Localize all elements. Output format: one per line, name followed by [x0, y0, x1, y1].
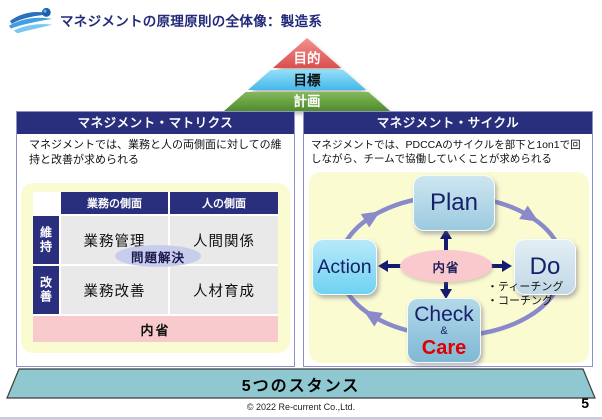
copyright-text: © 2022 Re-current Co.,Ltd.	[246, 402, 356, 412]
do-node: Do	[514, 239, 576, 295]
matrix-column-header-work: 業務の側面	[61, 192, 168, 214]
matrix-column-header-people: 人の側面	[170, 192, 278, 214]
management-cycle-panel: マネジメント・サイクル マネジメントでは、PDCCAのサイクルを部下と1on1で…	[303, 111, 593, 367]
pyramid-level-purpose	[272, 38, 342, 68]
care-label: Care	[421, 336, 467, 359]
matrix-panel-header: マネジメント・マトリクス	[17, 112, 294, 134]
matrix-footer-reflection: 内省	[33, 316, 278, 342]
plan-node: Plan	[413, 175, 495, 231]
check-label: Check	[414, 302, 474, 326]
page-title: マネジメントの原理原則の全体像：製造系	[60, 14, 323, 29]
matrix-cell-work-improvement: 業務改善	[61, 266, 168, 314]
matrix-diagram-area: 業務の側面 人の側面 維持 業務管理 人間関係 改善 業務改善 人材育成 内省 …	[21, 183, 290, 353]
company-logo-icon	[8, 7, 53, 34]
matrix-cell-hr-development: 人材育成	[170, 266, 278, 314]
pyramid-label-plan: 計画	[294, 93, 321, 109]
do-label: Do	[529, 253, 561, 280]
pyramid-level-plan	[224, 92, 390, 111]
title-bar: マネジメントの原理原則の全体像：製造系	[8, 5, 322, 35]
plan-label: Plan	[429, 189, 479, 216]
cycle-direction-arrowheads	[360, 205, 539, 327]
pyramid-label-purpose: 目的	[294, 50, 321, 66]
problem-solving-ellipse: 問題解決	[115, 245, 201, 267]
five-stances-label: 5つのスタンス	[241, 378, 361, 395]
reflection-ellipse: 内省	[400, 250, 492, 282]
pyramid-level-goal	[247, 70, 367, 90]
goal-pyramid: 目的 目標 計画	[224, 38, 390, 111]
matrix-panel-description: マネジメントでは、業務と人の両側面に対しての維持と改善が求められる	[29, 139, 282, 166]
matrix-cell-work-management: 業務管理	[61, 216, 168, 264]
page-number: 5	[581, 395, 589, 411]
coaching-notes: ・ティーチング ・コーチング	[487, 280, 563, 309]
cycle-panel-header: マネジメント・サイクル	[304, 112, 592, 134]
note-coaching: ・コーチング	[487, 295, 553, 308]
matrix-table: 業務の側面 人の側面 維持 業務管理 人間関係 改善 業務改善 人材育成 内省	[33, 192, 278, 342]
cycle-panel-description: マネジメントでは、PDCCAのサイクルを部下と1on1で回しながら、チームで協働…	[311, 139, 581, 166]
five-stances-banner	[6, 368, 596, 399]
check-care-connector: &	[440, 324, 448, 337]
matrix-corner-cell	[33, 192, 59, 214]
management-matrix-panel: マネジメント・マトリクス マネジメントでは、業務と人の両側面に対しての維持と改善…	[16, 111, 295, 367]
pyramid-label-goal: 目標	[294, 72, 321, 88]
matrix-row-header-maintain: 維持	[33, 216, 59, 264]
action-node: Action	[312, 239, 377, 295]
action-label: Action	[317, 255, 372, 278]
note-teaching: ・ティーチング	[487, 281, 564, 293]
check-care-node: Check & Care	[407, 298, 481, 363]
matrix-row-header-improve: 改善	[33, 266, 59, 314]
cycle-diagram-area: Plan Do Action Check & Care 内省 ・ティーチング ・…	[309, 172, 589, 363]
